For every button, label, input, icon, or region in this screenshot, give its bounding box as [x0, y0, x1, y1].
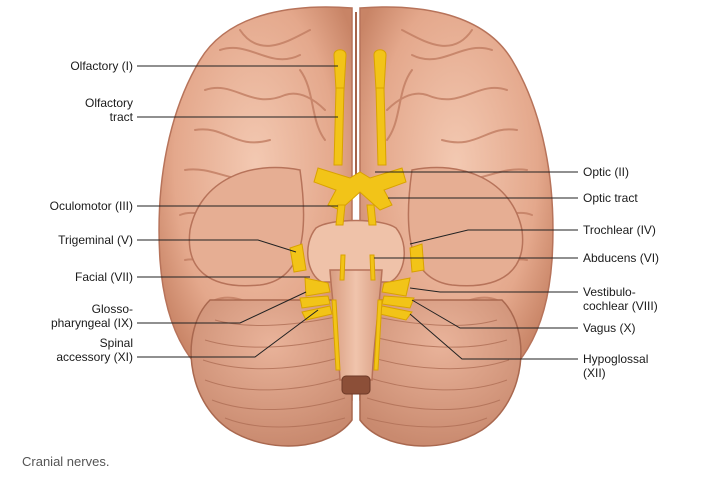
- right-nerve-bundle: [379, 277, 415, 321]
- left-olfactory-tract: [333, 87, 345, 166]
- leader-spinal-accessory: [137, 309, 319, 358]
- label-glossopharyngeal: Glosso- pharyngeal (IX): [50, 302, 133, 330]
- label-optic: Optic (II): [583, 165, 630, 179]
- figure-caption: Cranial nerves.: [22, 454, 110, 469]
- left-olfactory-bulb: [333, 49, 347, 91]
- leader-lines: [137, 65, 578, 360]
- leader-glossopharyngeal: [137, 291, 307, 324]
- leader-trochlear: [409, 229, 578, 245]
- left-nerve-bundle: [299, 277, 333, 321]
- label-abducens: Abducens (VI): [583, 251, 660, 265]
- label-oculomotor: Oculomotor (III): [49, 199, 133, 213]
- right-olfactory-bulb: [373, 49, 387, 91]
- label-olfactory-tract: Olfactory tract: [84, 96, 133, 124]
- label-trigeminal: Trigeminal (V): [58, 233, 133, 247]
- label-olfactory: Olfactory (I): [70, 59, 133, 73]
- label-hypoglossal: Hypoglossal (XII): [583, 352, 649, 380]
- oculomotor-nerve: [335, 204, 346, 226]
- leader-hypoglossal: [409, 313, 578, 360]
- cerebellum: [190, 299, 522, 447]
- leader-trigeminal: [137, 239, 297, 253]
- right-olfactory-tract: [375, 87, 387, 166]
- label-optic-tract: Optic tract: [583, 191, 638, 205]
- brainstem: [307, 219, 405, 395]
- optic-chiasm: [313, 167, 407, 211]
- leader-vestibulocochlear: [409, 287, 578, 293]
- label-vagus: Vagus (X): [583, 321, 636, 335]
- label-vestibulocochlear: Vestibulo- cochlear (VIII): [583, 285, 658, 313]
- leader-vagus: [411, 299, 578, 329]
- label-trochlear: Trochlear (IV): [583, 223, 656, 237]
- label-facial: Facial (VII): [74, 270, 133, 284]
- pons: [307, 219, 405, 283]
- label-spinal-accessory: Spinal accessory (XI): [56, 336, 133, 364]
